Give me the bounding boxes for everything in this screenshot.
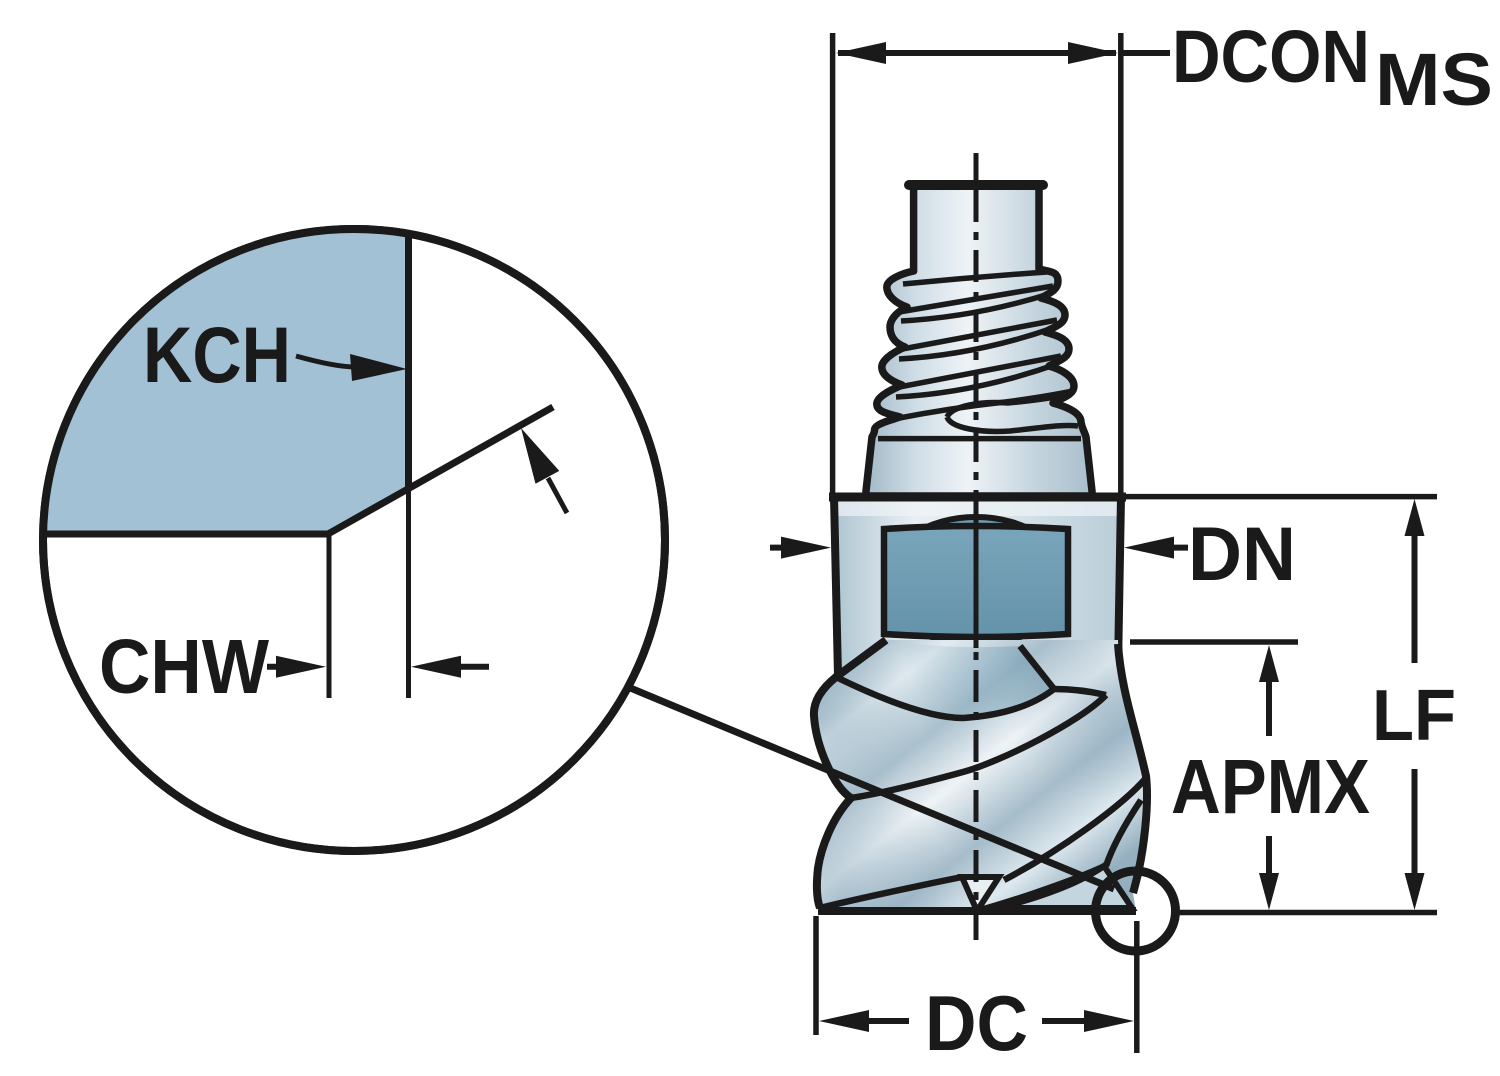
- svg-text:DC: DC: [925, 979, 1028, 1067]
- svg-text:CHW: CHW: [99, 624, 269, 710]
- svg-text:KCH: KCH: [143, 310, 291, 399]
- svg-text:LF: LF: [1372, 676, 1456, 756]
- svg-text:APMX: APMX: [1171, 744, 1370, 830]
- svg-text:MS: MS: [1375, 38, 1493, 121]
- svg-text:DCON: DCON: [1172, 15, 1370, 98]
- svg-text:DN: DN: [1188, 512, 1296, 597]
